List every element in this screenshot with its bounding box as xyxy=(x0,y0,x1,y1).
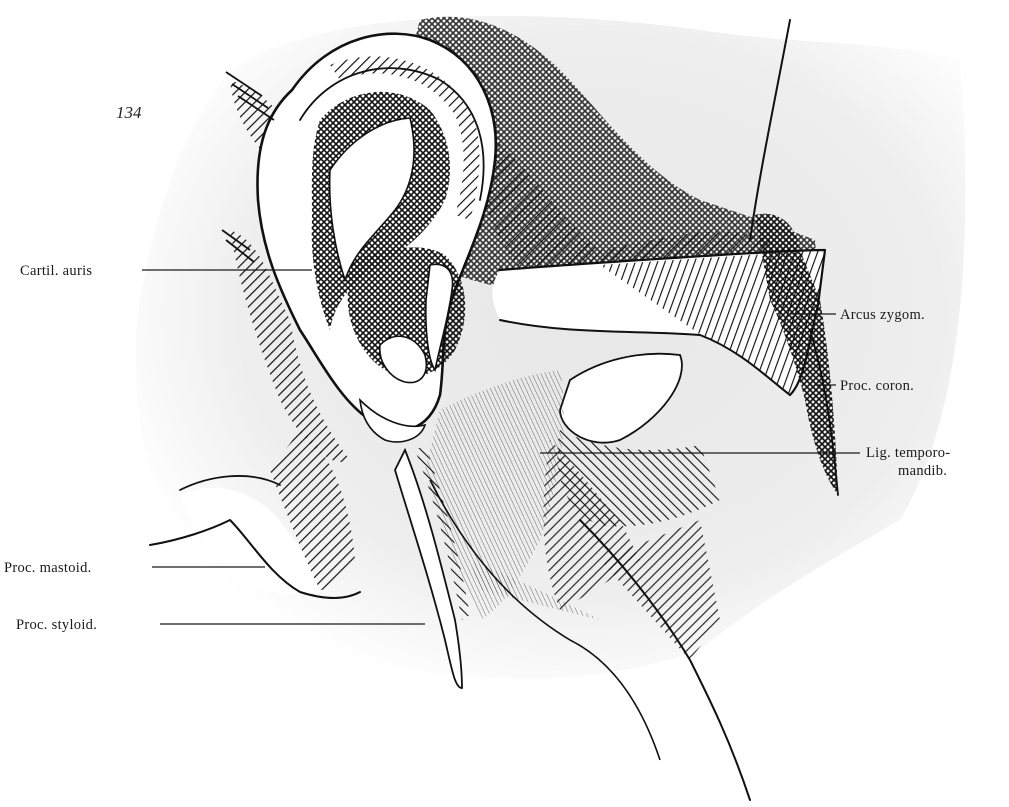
label-lig-temporo-line2: mandib. xyxy=(898,463,947,479)
label-lig-temporo-line1: Lig. temporo- xyxy=(866,445,950,461)
label-cartil-auris: Cartil. auris xyxy=(20,263,92,279)
label-proc-styloid: Proc. styloid. xyxy=(16,617,97,633)
label-proc-coron: Proc. coron. xyxy=(840,378,914,394)
label-arcus-zygom: Arcus zygom. xyxy=(840,307,925,323)
label-proc-mastoid: Proc. mastoid. xyxy=(4,560,92,576)
figure-number: 134 xyxy=(116,103,142,122)
